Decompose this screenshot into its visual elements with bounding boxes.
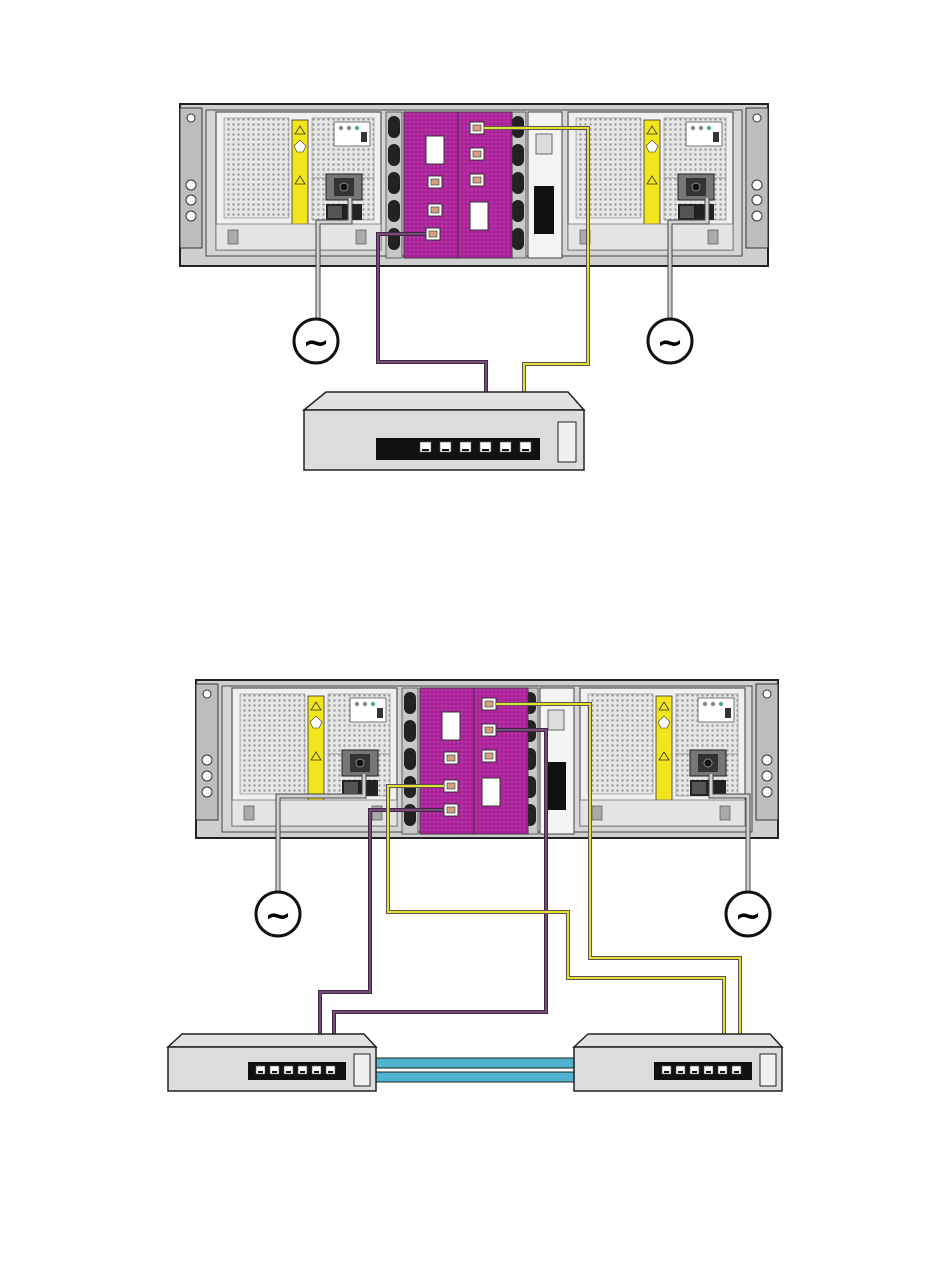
power-outlet-left-icon: ~ — [294, 319, 338, 363]
svg-text:~: ~ — [265, 896, 292, 934]
controller-1-port-0[interactable] — [482, 698, 496, 710]
power-outlet-right-icon: ~ — [726, 892, 770, 936]
chassis-fan-bars-left — [402, 688, 418, 834]
svg-text:~: ~ — [735, 896, 762, 934]
management-module — [528, 112, 562, 258]
controller-0-port-2[interactable] — [444, 804, 458, 816]
svg-text:~: ~ — [657, 323, 684, 361]
power-supply-right — [580, 688, 745, 826]
power-outlet-left-icon: ~ — [256, 892, 300, 936]
controller-0-port[interactable] — [426, 228, 440, 240]
svg-text:~: ~ — [303, 323, 330, 361]
network-switch-1 — [168, 1034, 376, 1091]
power-supply-right — [568, 112, 733, 250]
controller-0-port-1[interactable] — [444, 780, 458, 792]
chassis-fan-bars-left — [386, 112, 402, 258]
power-supply-left — [232, 688, 397, 826]
power-supply-left — [216, 112, 381, 250]
control-module-0 — [404, 112, 458, 258]
control-module-1 — [458, 112, 512, 258]
control-module-0 — [420, 688, 474, 834]
network-switch — [304, 392, 584, 470]
controller-1-port-1[interactable] — [482, 724, 496, 736]
control-module-1 — [474, 688, 528, 834]
diagram-single-switch: ~ ~ — [180, 104, 768, 470]
network-switch-2 — [574, 1034, 782, 1091]
interswitch-link — [376, 1058, 574, 1082]
power-outlet-right-icon: ~ — [648, 319, 692, 363]
controller-1-port[interactable] — [470, 122, 484, 134]
diagram-dual-switch: ~ ~ — [168, 680, 782, 1091]
